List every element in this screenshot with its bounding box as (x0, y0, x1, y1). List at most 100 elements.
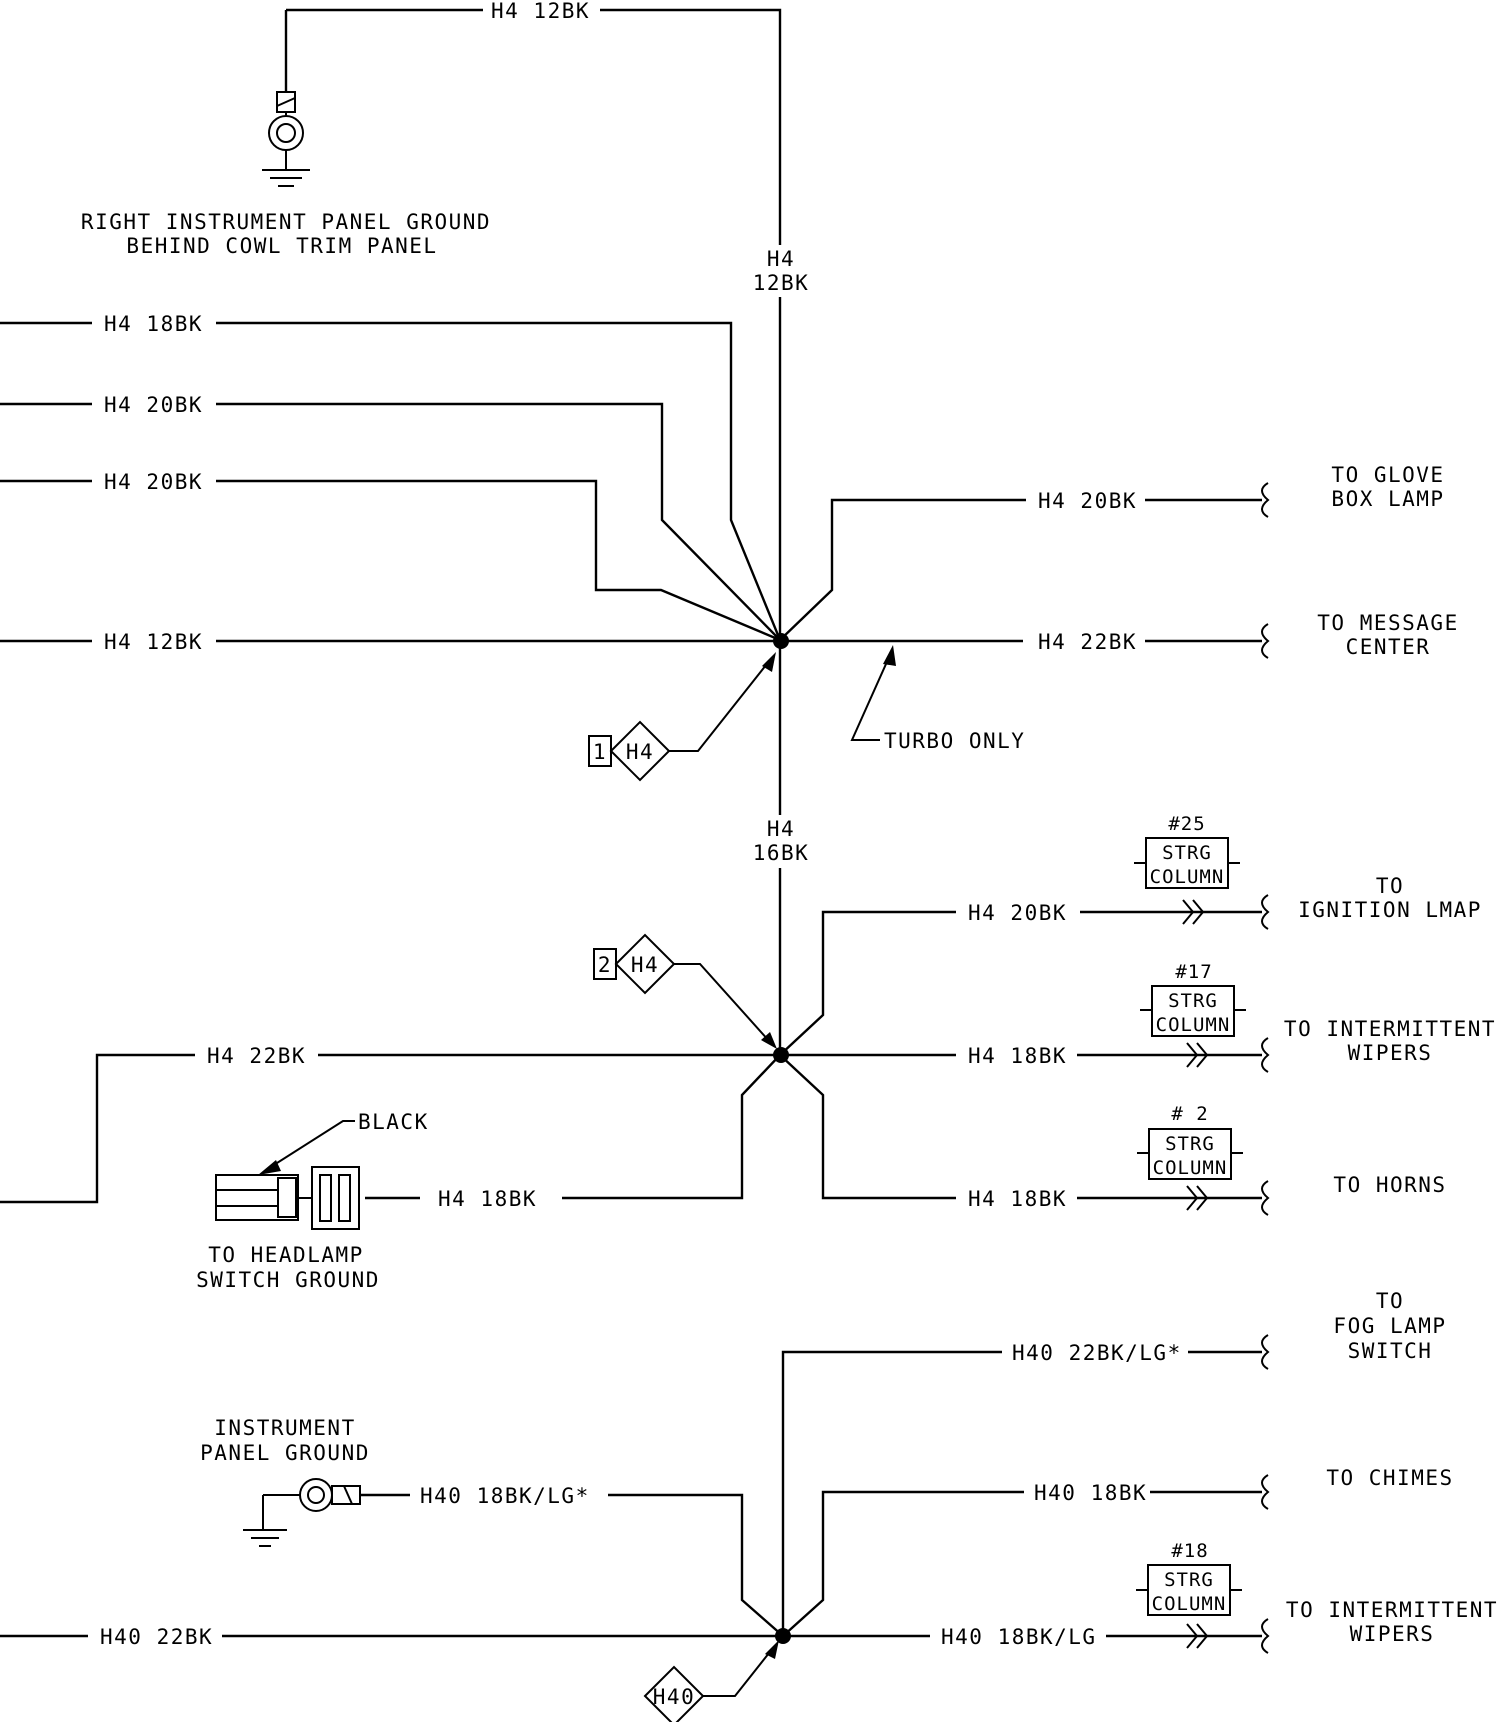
splice-2-marker-icon: 2 H4 (593, 933, 777, 1049)
wire-left-h4-18bk (0, 321, 782, 641)
dest-chimes: TO CHIMES (1326, 1466, 1453, 1490)
label-vert-mid-h4: H4 (767, 817, 795, 841)
connector-25: #25 STRG COLUMN (1134, 813, 1240, 889)
terminal-glove-icon (1261, 482, 1270, 518)
wire-left-h4-20bk-b (0, 479, 781, 642)
splice-1-section: H4 12BK H4 18BK H4 20BK H4 20BK H4 12BK … (0, 247, 1458, 815)
label-top-h4-12bk: H4 12BK (491, 0, 590, 23)
label-left-h40-22bk: H40 22BK (100, 1625, 213, 1649)
label-fog-h40: H40 22BK/LG* (1012, 1341, 1182, 1365)
splice-3-marker-icon: H40 (643, 1640, 779, 1722)
splice-dot-2 (773, 1047, 789, 1063)
dest-ignition-1: TO (1376, 874, 1404, 898)
dest-fog-1: TO (1376, 1289, 1404, 1313)
terminal-chimes-icon (1261, 1474, 1270, 1510)
inline-connector-25-icon (1182, 899, 1205, 925)
connector-2-number: # 2 (1171, 1103, 1208, 1125)
dest-fog-3: SWITCH (1348, 1339, 1433, 1363)
ip-ground-eyelet-icon (243, 1478, 361, 1547)
dest-wipers2-2: WIPERS (1350, 1622, 1435, 1646)
dest-wipers-1: TO INTERMITTENT (1284, 1017, 1496, 1041)
dest-fog-2: FOG LAMP (1333, 1314, 1446, 1338)
label-wipers-18bk: H4 18BK (968, 1044, 1067, 1068)
ground-eyelet-icon (262, 91, 310, 187)
turbo-only-label: TURBO ONLY (884, 729, 1025, 753)
label-ign-20bk: H4 20BK (968, 901, 1067, 925)
connector-17-column: COLUMN (1156, 1014, 1231, 1036)
inline-connector-17-icon (1186, 1042, 1209, 1068)
label-left-12bk: H4 12BK (104, 630, 203, 654)
wire-ignition (779, 910, 1262, 1056)
label-vert-top-h4: H4 (767, 247, 795, 271)
dest-glove-2: BOX LAMP (1331, 487, 1444, 511)
splice-1-id: H4 (626, 740, 654, 764)
splice-2-number: 2 (598, 953, 612, 977)
inline-connector-18-icon (1186, 1623, 1209, 1649)
splice-3-section: H40 22BK/LG* TO FOG LAMP SWITCH INSTRUME… (0, 1289, 1498, 1722)
terminal-wipers-icon (1261, 1037, 1270, 1073)
wire-fog-lamp (781, 1350, 1262, 1636)
dest-message-1: TO MESSAGE (1317, 611, 1458, 635)
splice-2-section: H4 16BK H4 20BK #25 STRG COLUMN TO IGNIT… (0, 813, 1496, 1292)
turbo-only-pointer (850, 654, 891, 741)
terminal-message-icon (1261, 623, 1270, 659)
connector-2: # 2 STRG COLUMN (1137, 1103, 1243, 1180)
right-ip-ground-label-1: RIGHT INSTRUMENT PANEL GROUND (81, 210, 491, 234)
label-left-18bk: H4 18BK (104, 312, 203, 336)
label-left-20bk-b: H4 20BK (104, 470, 203, 494)
wire-left-h4-20bk-a (0, 402, 781, 641)
connector-17: #17 STRG COLUMN (1140, 961, 1246, 1037)
right-ip-ground-section: H4 12BK RIGHT INSTRUMENT PANEL GROUND BE… (81, 0, 782, 258)
label-vert-mid-16bk: 16BK (753, 841, 810, 865)
terminal-horns-icon (1261, 1180, 1270, 1216)
connector-18: #18 STRG COLUMN (1136, 1540, 1242, 1616)
connector-25-number: #25 (1168, 813, 1205, 835)
splice-1-number: 1 (593, 740, 607, 764)
dest-horns: TO HORNS (1333, 1173, 1446, 1197)
splice-1-marker-icon: 1 H4 (588, 652, 776, 782)
label-horns-18bk: H4 18BK (968, 1187, 1067, 1211)
dest-glove-1: TO GLOVE (1331, 463, 1444, 487)
wire-headlamp (365, 1054, 781, 1200)
connector-25-strg: STRG (1162, 842, 1212, 864)
headlamp-label-1: TO HEADLAMP (208, 1243, 364, 1267)
terminal-fog-icon (1261, 1334, 1270, 1370)
wire-horns (779, 1054, 1262, 1200)
black-label: BLACK (358, 1110, 429, 1134)
label-h40-wipers: H40 18BK/LG (941, 1625, 1097, 1649)
splice-2-id: H4 (631, 953, 659, 977)
black-pointer (265, 1120, 355, 1171)
label-chimes-h40: H40 18BK (1034, 1481, 1147, 1505)
wire-ip-ground (360, 1493, 784, 1637)
connector-2-column: COLUMN (1153, 1157, 1228, 1179)
wire-top-h4-12bk (286, 8, 782, 245)
label-left-22bk: H4 22BK (207, 1044, 306, 1068)
dest-ignition-2: IGNITION LMAP (1298, 898, 1482, 922)
label-headlamp-18bk: H4 18BK (438, 1187, 537, 1211)
connector-17-number: #17 (1175, 961, 1212, 983)
ip-ground-label-2: PANEL GROUND (200, 1441, 370, 1465)
dest-wipers2-1: TO INTERMITTENT (1286, 1598, 1498, 1622)
dest-wipers-2: WIPERS (1348, 1041, 1433, 1065)
connector-18-column: COLUMN (1152, 1593, 1227, 1615)
inline-connector-2-icon (1186, 1185, 1209, 1211)
label-vert-top-12bk: 12BK (753, 271, 810, 295)
connector-18-number: #18 (1171, 1540, 1208, 1562)
headlamp-ground-connector-icon (215, 1166, 360, 1230)
instrument-panel-ground-section: INSTRUMENT PANEL GROUND H40 18BK/LG* (200, 1416, 784, 1637)
ip-ground-label-1: INSTRUMENT (214, 1416, 355, 1440)
connector-18-strg: STRG (1164, 1569, 1214, 1591)
terminal-h40-wipers-icon (1261, 1618, 1270, 1654)
right-ip-ground-label-2: BEHIND COWL TRIM PANEL (126, 234, 437, 258)
label-msg-22bk: H4 22BK (1038, 630, 1137, 654)
label-glove-20bk: H4 20BK (1038, 489, 1137, 513)
label-ipgnd-h40: H40 18BK/LG* (420, 1484, 590, 1508)
splice-3-id: H40 (653, 1685, 695, 1709)
connector-25-column: COLUMN (1150, 866, 1225, 888)
wire-left-h4-22bk (0, 1053, 956, 1204)
dest-message-2: CENTER (1346, 635, 1431, 659)
label-left-20bk-a: H4 20BK (104, 393, 203, 417)
headlamp-label-2: SWITCH GROUND (196, 1268, 380, 1292)
splice-dot-1 (773, 633, 789, 649)
